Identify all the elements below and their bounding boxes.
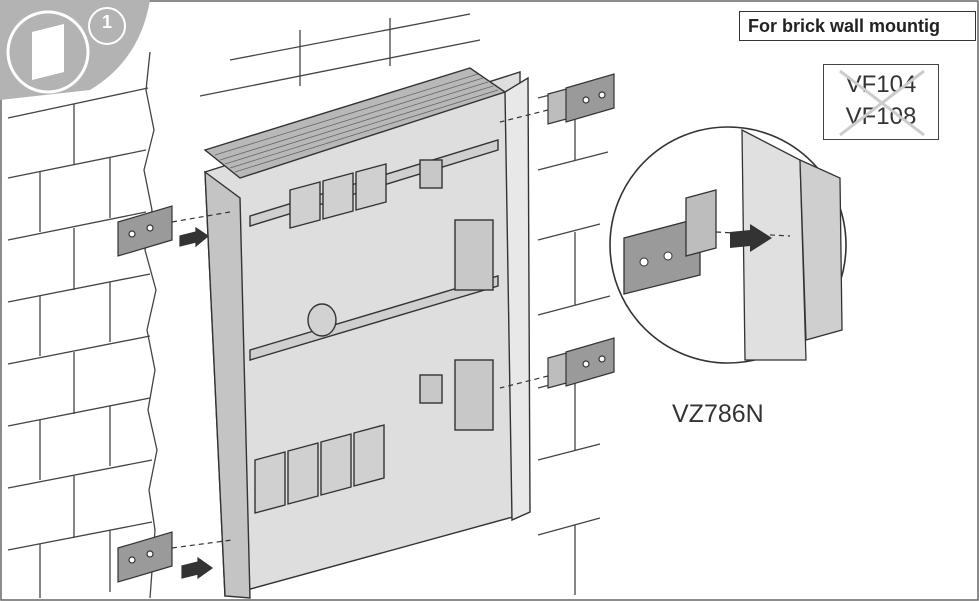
knockout-center [307,303,337,337]
din-rail-middle [249,275,499,361]
step-number-circle [88,7,126,45]
part-code-label: VZ786N [672,400,764,428]
brick-wall [7,13,481,599]
enclosure-side-left [204,170,251,599]
bracket-top-left [117,205,231,257]
wall-cut-edge [143,51,158,599]
bracket-bottom-right [499,337,615,389]
model-vf108: VF108 [845,103,917,130]
arrow-icon [179,226,210,248]
mounting-header: For brick wall mountig [739,11,976,41]
enclosure-frame-right [504,76,531,522]
detail-frame-rail [799,158,843,341]
step-badge [0,0,150,100]
module-blanks-bottom [254,424,385,514]
lid-ribs [214,73,499,173]
excluded-models-box: VF104 VF108 [823,64,939,140]
cross-out-icon [839,69,925,137]
detail-bracket-flange [685,189,717,257]
detail-bracket [623,217,701,295]
terminal-slots [419,159,494,431]
step-number: 1 [101,12,112,32]
magnifier-circle-icon [609,126,847,364]
bracket-icon [117,205,173,257]
enclosure-box [203,67,531,599]
bracket-bottom-left [117,531,233,583]
module-blanks-top [289,163,387,229]
detail-frame-side [741,128,807,361]
bracket-top-right [499,73,615,125]
detail-arrow-icon [730,224,772,252]
